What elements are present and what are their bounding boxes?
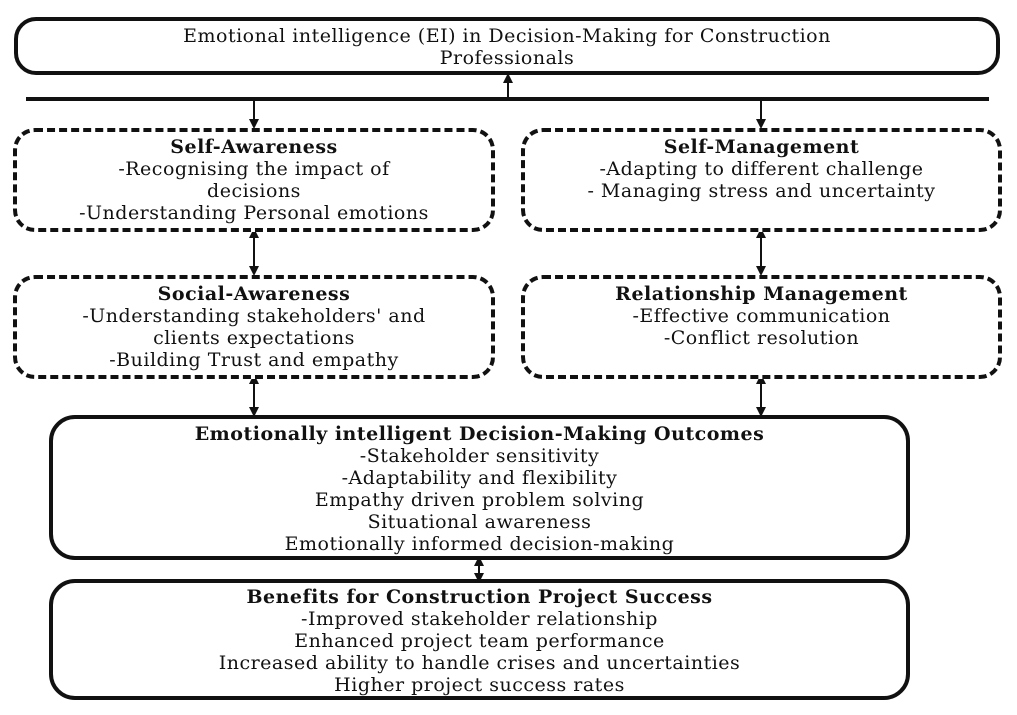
title-line-1: Emotional intelligence (EI) in Decision-… [183, 25, 831, 47]
benefits-heading: Benefits for Construction Project Succes… [246, 586, 713, 608]
self-awareness-item: -Understanding Personal emotions [79, 202, 429, 224]
self-awareness-box: Self-Awareness -Recognising the impact o… [13, 128, 495, 232]
self-awareness-item: -Recognising the impact of [118, 158, 390, 180]
outcomes-item: -Stakeholder sensitivity [359, 445, 600, 467]
self-management-item: - Managing stress and uncertainty [587, 180, 936, 202]
title-box: Emotional intelligence (EI) in Decision-… [14, 17, 1000, 75]
relationship-management-heading: Relationship Management [615, 283, 908, 305]
self-management-heading: Self-Management [663, 136, 860, 158]
benefits-item: Increased ability to handle crises and u… [218, 652, 741, 674]
relationship-management-box: Relationship Management -Effective commu… [521, 275, 1002, 379]
social-awareness-heading: Social-Awareness [157, 283, 351, 305]
title-line-2: Professionals [439, 47, 575, 69]
social-awareness-item: -Building Trust and empathy [109, 349, 399, 371]
relationship-management-item: -Effective communication [632, 305, 891, 327]
outcomes-item: Situational awareness [367, 511, 592, 533]
benefits-item: Higher project success rates [334, 674, 625, 696]
self-awareness-item: decisions [207, 180, 301, 202]
social-awareness-item: -Understanding stakeholders' and [82, 305, 426, 327]
outcomes-box: Emotionally intelligent Decision-Making … [49, 415, 910, 560]
self-management-box: Self-Management -Adapting to different c… [521, 128, 1002, 232]
benefits-item: Enhanced project team performance [294, 630, 665, 652]
self-management-item: -Adapting to different challenge [599, 158, 924, 180]
outcomes-heading: Emotionally intelligent Decision-Making … [194, 423, 765, 445]
outcomes-item: -Adaptability and flexibility [341, 467, 618, 489]
benefits-item: -Improved stakeholder relationship [301, 608, 658, 630]
social-awareness-item: clients expectations [153, 327, 355, 349]
relationship-management-item: -Conflict resolution [663, 327, 860, 349]
outcomes-item: Emotionally informed decision-making [284, 533, 675, 555]
self-awareness-heading: Self-Awareness [170, 136, 338, 158]
benefits-box: Benefits for Construction Project Succes… [49, 579, 910, 700]
social-awareness-box: Social-Awareness -Understanding stakehol… [13, 275, 495, 379]
outcomes-item: Empathy driven problem solving [314, 489, 645, 511]
